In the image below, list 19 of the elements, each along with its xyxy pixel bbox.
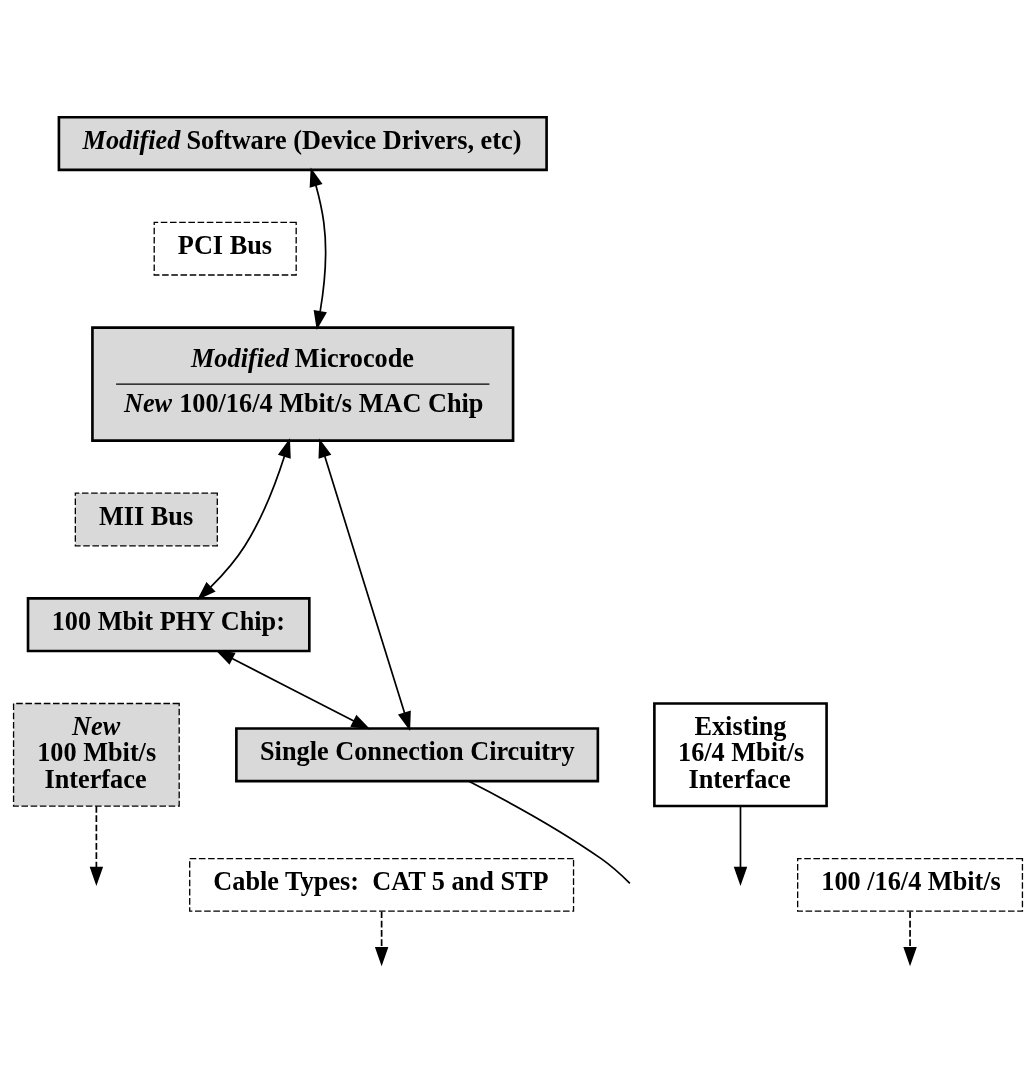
node-box: MII Bus [74, 492, 218, 547]
node-box: New 100 Mbit/s Interface [12, 702, 180, 807]
node-box: Modified Microcode New 100/16/4 Mbit/s MAC Chip [91, 326, 515, 442]
connector [467, 780, 631, 885]
node-box: Single Connection Circuitry [235, 727, 600, 783]
arrow [215, 649, 371, 730]
arrow [318, 438, 411, 731]
arrow [903, 910, 917, 967]
node-box: Cable Types: CAT 5 and STP [189, 858, 575, 912]
node-box: 100 Mbit PHY Chip: [26, 597, 311, 653]
node-box: Existing 16/4 Mbit/s Interface [653, 702, 828, 808]
node-box: Modified Software (Device Drivers, etc) [57, 115, 548, 172]
node-box: PCI Bus [153, 221, 297, 276]
arrow [374, 910, 389, 967]
arrow [89, 805, 104, 887]
arrow [309, 167, 327, 331]
arrow [733, 805, 748, 887]
node-box: 100 /16/4 Mbit/s [797, 858, 1024, 912]
arrow [197, 438, 291, 600]
